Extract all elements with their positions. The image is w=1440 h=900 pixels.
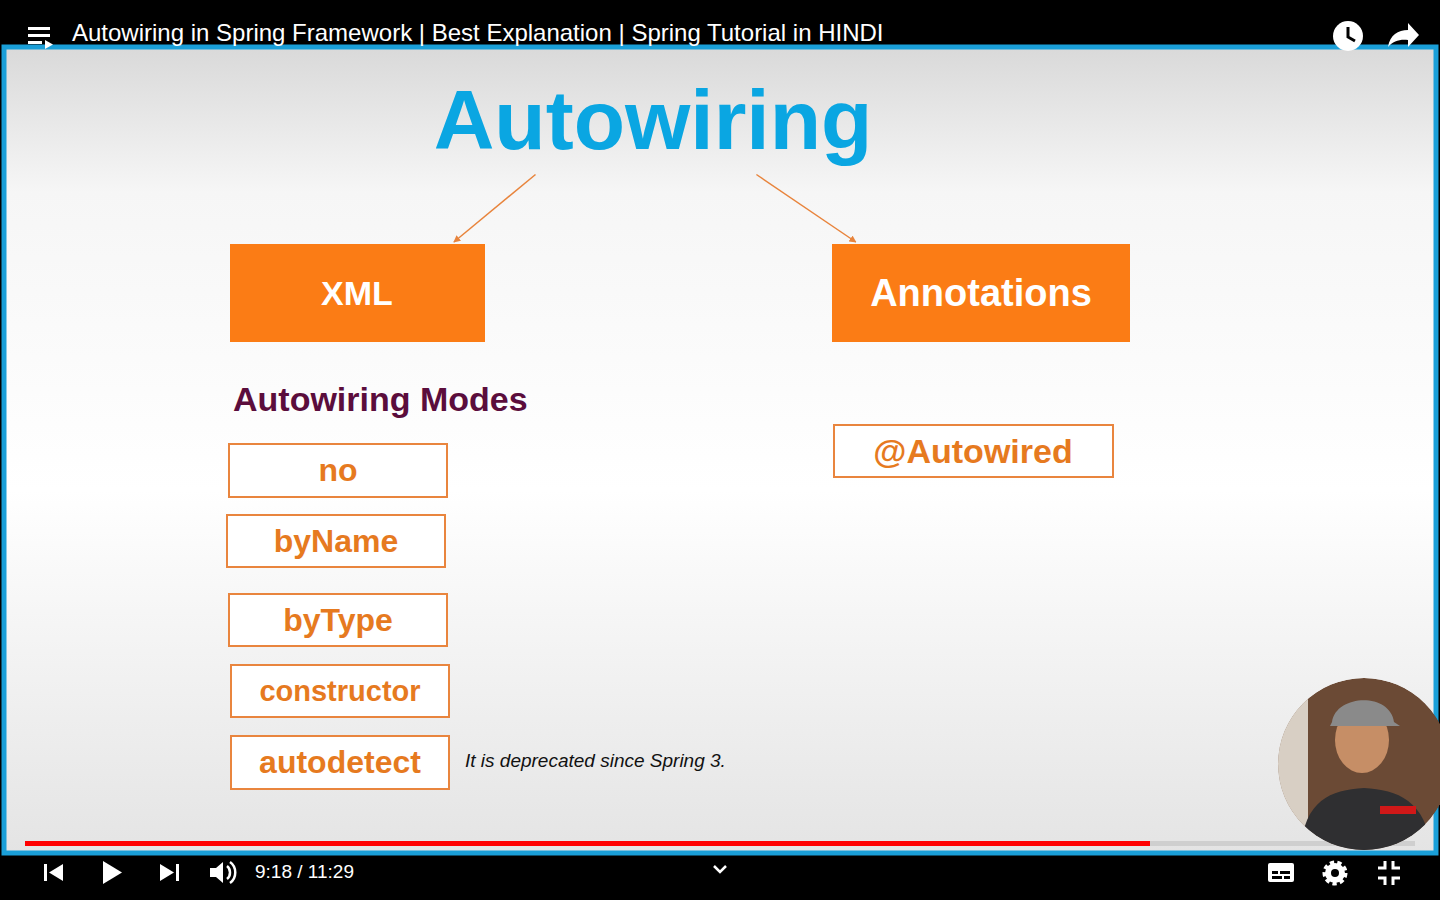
note-text: It is deprecated since Spring 3. bbox=[465, 750, 726, 772]
menu-icon bbox=[28, 27, 50, 30]
next-icon bbox=[176, 864, 179, 881]
subtitles-icon bbox=[1268, 863, 1294, 882]
watch-later-icon bbox=[1333, 21, 1363, 51]
avatar bbox=[1380, 806, 1416, 814]
exit-fullscreen-icon bbox=[1378, 861, 1400, 885]
previous-icon bbox=[44, 864, 47, 881]
time-display: 9:18 / 11:29 bbox=[255, 861, 354, 883]
arrow-connector bbox=[454, 175, 536, 243]
subtitles-icon bbox=[1272, 871, 1278, 874]
settings-icon bbox=[1331, 869, 1339, 877]
exit-fullscreen-icon bbox=[1393, 878, 1400, 885]
menu-icon bbox=[28, 34, 50, 37]
share-icon bbox=[1388, 23, 1419, 47]
box-label: autodetect bbox=[259, 744, 421, 781]
box-label: byName bbox=[274, 523, 399, 560]
watch-later-icon bbox=[1348, 27, 1355, 41]
volume-icon bbox=[210, 862, 235, 883]
annotation-box: @Autowired bbox=[833, 424, 1114, 478]
mode-box: no bbox=[228, 443, 448, 498]
mode-box: byName bbox=[226, 514, 446, 568]
settings-icon bbox=[1325, 863, 1345, 883]
mode-box: autodetect bbox=[230, 735, 450, 790]
volume-icon bbox=[230, 862, 235, 883]
avatar bbox=[1278, 678, 1440, 850]
menu-icon bbox=[28, 41, 42, 44]
exit-fullscreen-icon bbox=[1378, 878, 1385, 885]
box-label: XML bbox=[321, 274, 393, 313]
mode-box: constructor bbox=[230, 664, 450, 718]
exit-fullscreen-icon bbox=[1378, 861, 1385, 868]
previous-icon bbox=[49, 864, 63, 881]
settings-icon bbox=[1325, 863, 1345, 883]
progress-played bbox=[25, 841, 1150, 846]
avatar bbox=[1278, 678, 1308, 850]
avatar bbox=[1278, 678, 1440, 850]
next-icon bbox=[160, 864, 179, 881]
subtitles-icon bbox=[1284, 876, 1290, 879]
avatar bbox=[1330, 700, 1400, 726]
exit-fullscreen-icon bbox=[1393, 861, 1400, 868]
watch-later-icon bbox=[1333, 21, 1363, 51]
box-label: byType bbox=[283, 602, 393, 639]
box-label: constructor bbox=[259, 675, 420, 708]
volume-icon bbox=[227, 866, 230, 879]
arrow-connector bbox=[756, 175, 855, 243]
video-title: Autowiring in Spring Framework | Best Ex… bbox=[72, 19, 883, 47]
subtitles-icon bbox=[1268, 863, 1294, 882]
next-icon bbox=[160, 864, 174, 881]
avatar bbox=[1300, 788, 1432, 850]
play-icon bbox=[103, 861, 122, 884]
mode-box: byType bbox=[228, 593, 448, 647]
main-heading: Autowiring bbox=[418, 66, 888, 175]
box-label: Annotations bbox=[870, 272, 1092, 315]
chevron-icon bbox=[714, 866, 726, 872]
menu-icon bbox=[28, 27, 53, 49]
subtitles-icon bbox=[1272, 876, 1282, 879]
box-label: Autowiring bbox=[434, 72, 873, 169]
menu-icon bbox=[45, 40, 53, 49]
previous-icon bbox=[44, 864, 63, 881]
section-heading: Autowiring Modes bbox=[233, 380, 528, 419]
slide-frame bbox=[4, 47, 1436, 853]
box-label: no bbox=[318, 452, 357, 489]
volume-icon bbox=[210, 862, 223, 883]
category-box: XML bbox=[230, 244, 485, 342]
category-box: Annotations bbox=[832, 244, 1130, 342]
box-label: @Autowired bbox=[873, 432, 1072, 471]
subtitles-icon bbox=[1280, 871, 1290, 874]
